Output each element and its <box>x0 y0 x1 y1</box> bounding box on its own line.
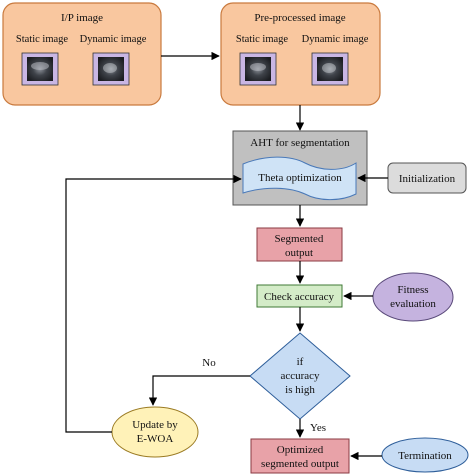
decision-line2: accuracy <box>280 370 320 382</box>
optimized-line2: segmented output <box>261 458 339 470</box>
initialization-box: Initialization <box>387 162 467 194</box>
check-accuracy-box: Check accuracy <box>256 284 343 308</box>
update-line2: E-WOA <box>137 433 174 445</box>
arrow-feedback-loop <box>65 174 242 433</box>
preprocessed-dynamic-thumbnail <box>311 52 349 86</box>
segmented-line1: Segmented <box>275 233 324 245</box>
theta-optimization-shape <box>242 156 357 201</box>
input-dynamic-label: Dynamic image <box>80 34 147 45</box>
arrow-no-branch <box>148 375 250 406</box>
input-image-box: I/P image Static image Dynamic image <box>2 2 162 106</box>
fitness-evaluation-ellipse: Fitness evaluation <box>372 272 454 322</box>
decision-line3: is high <box>285 384 315 396</box>
aht-title: AHT for segmentation <box>250 137 350 149</box>
initialization-label: Initialization <box>399 173 456 185</box>
fitness-line2: evaluation <box>390 298 436 310</box>
update-line1: Update by <box>132 419 178 431</box>
input-static-thumbnail <box>21 52 59 86</box>
fitness-line1: Fitness <box>397 284 428 296</box>
preprocessed-image-box: Pre-processed image Static image Dynamic… <box>220 2 381 106</box>
termination-label: Termination <box>398 450 452 462</box>
input-static-label: Static image <box>16 34 69 45</box>
update-ewoa-ellipse: Update by E-WOA <box>111 406 199 458</box>
optimized-output-box: Optimized segmented output <box>250 438 350 474</box>
check-accuracy-label: Check accuracy <box>264 291 334 303</box>
accuracy-decision-diamond: if accuracy is high <box>249 332 351 420</box>
preprocessed-dynamic-label: Dynamic image <box>302 34 369 45</box>
termination-ellipse: Termination <box>381 437 469 473</box>
segmented-output-box: Segmented output <box>256 227 343 262</box>
theta-optimization-label: Theta optimization <box>258 172 342 184</box>
segmented-line2: output <box>285 247 313 259</box>
preprocessed-static-label: Static image <box>236 34 289 45</box>
input-box-title: I/P image <box>61 12 103 24</box>
no-label: No <box>202 357 216 369</box>
yes-label: Yes <box>310 422 326 434</box>
decision-line1: if <box>297 356 304 368</box>
preprocessed-box-title: Pre-processed image <box>254 12 345 24</box>
optimized-line1: Optimized <box>277 444 324 456</box>
aht-segmentation-box: AHT for segmentation Theta optimization <box>232 130 368 206</box>
preprocessed-static-thumbnail <box>239 52 277 86</box>
input-dynamic-thumbnail <box>92 52 130 86</box>
